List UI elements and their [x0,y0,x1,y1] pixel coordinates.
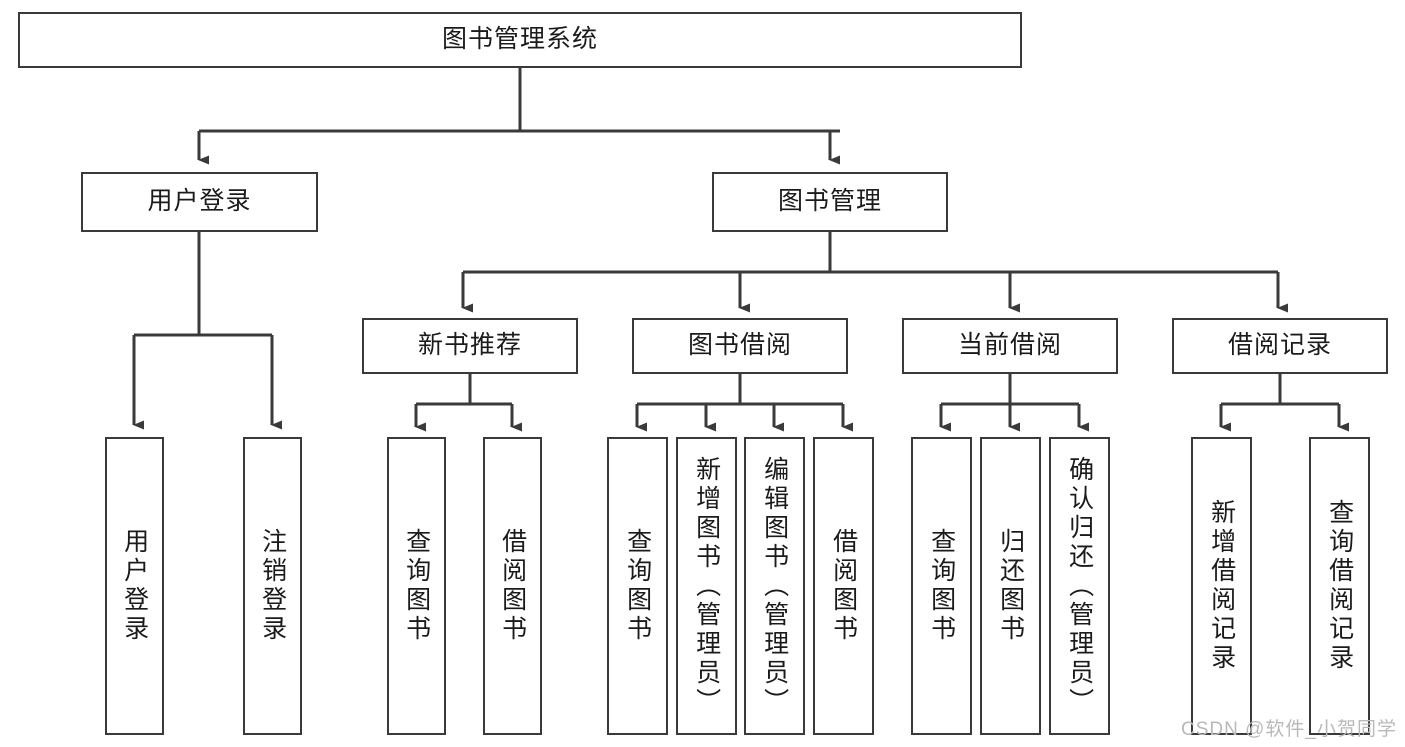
leaf-query-book-2[interactable]: 查询图书 [607,437,668,735]
leaf-user-logout[interactable]: 注销登录 [243,437,302,735]
node-new-book-recommend[interactable]: 新书推荐 [362,318,578,374]
node-borrow-record[interactable]: 借阅记录 [1172,318,1388,374]
leaf-query-book-1[interactable]: 查询图书 [387,437,446,735]
leaf-query-record[interactable]: 查询借阅记录 [1309,437,1370,735]
node-book-borrow[interactable]: 图书借阅 [632,318,848,374]
leaf-add-book[interactable]: 新增图书（管理员） [676,437,737,735]
leaf-add-record[interactable]: 新增借阅记录 [1191,437,1252,735]
leaf-borrow-book-2[interactable]: 借阅图书 [813,437,874,735]
leaf-query-book-3[interactable]: 查询图书 [911,437,972,735]
node-book-manage[interactable]: 图书管理 [712,172,948,232]
leaf-edit-book[interactable]: 编辑图书（管理员） [744,437,805,735]
node-root-system[interactable]: 图书管理系统 [18,12,1022,68]
leaf-borrow-book-1[interactable]: 借阅图书 [483,437,542,735]
watermark-text: CSDN @软件_小贺同学 [1181,719,1397,740]
node-user-login[interactable]: 用户登录 [81,172,318,232]
leaf-return-book[interactable]: 归还图书 [980,437,1041,735]
leaf-user-login[interactable]: 用户登录 [105,437,164,735]
node-current-borrow[interactable]: 当前借阅 [902,318,1118,374]
leaf-confirm-return[interactable]: 确认归还（管理员） [1049,437,1110,735]
